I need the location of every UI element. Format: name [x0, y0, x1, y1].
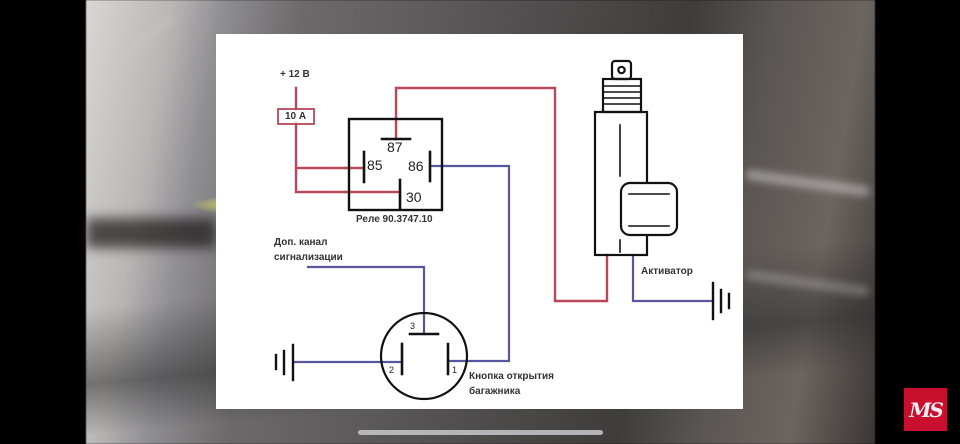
fuse-box	[277, 108, 315, 125]
relay-pin-86-label: 86	[408, 158, 424, 174]
home-indicator[interactable]	[358, 430, 603, 435]
actuator	[593, 59, 679, 257]
button-ground-symbol	[274, 343, 295, 382]
button-pin-3-label: 3	[410, 321, 416, 331]
positive-wires	[294, 86, 609, 303]
alarm-channel-label-line2: сигнализации	[274, 252, 343, 263]
pin87-to-actuator-wire	[394, 86, 609, 303]
fuse-to-relay-wire	[294, 122, 402, 194]
button-pin-1-label: 1	[452, 365, 458, 375]
actuator-mount-hole	[617, 65, 626, 75]
actuator-mount-tab	[610, 59, 633, 81]
relay-model-label: Реле 90.3747.10	[356, 214, 433, 225]
actuator-ground-symbol	[711, 281, 731, 321]
relay-box	[347, 117, 444, 212]
signal-wires	[291, 164, 715, 364]
trunk-button	[379, 311, 469, 401]
fuse-rating-label: 10 А	[285, 111, 307, 122]
actuator-thread	[601, 77, 643, 114]
actuator-label: Активатор	[641, 266, 693, 277]
relay-pin-30-label: 30	[406, 189, 422, 205]
background-shadow	[86, 218, 216, 248]
alarm-channel-wire	[306, 265, 426, 336]
actuator-motor-housing	[619, 181, 679, 237]
actuator-ground-wire	[631, 253, 715, 303]
pin86-to-button-wire	[428, 164, 511, 363]
relay-pin-87-label: 87	[387, 139, 403, 155]
channel-watermark-logo[interactable]: MS	[904, 388, 947, 431]
button-pin-2-label: 2	[389, 365, 395, 375]
alarm-channel-label-line1: Доп. канал	[274, 237, 328, 248]
trunk-button-label-line1: Кнопка открытия	[469, 371, 554, 382]
supply-voltage-label: + 12 В	[280, 69, 310, 80]
relay-pin-85-label: 85	[367, 157, 383, 173]
trunk-button-label-line2: багажника	[469, 386, 521, 397]
